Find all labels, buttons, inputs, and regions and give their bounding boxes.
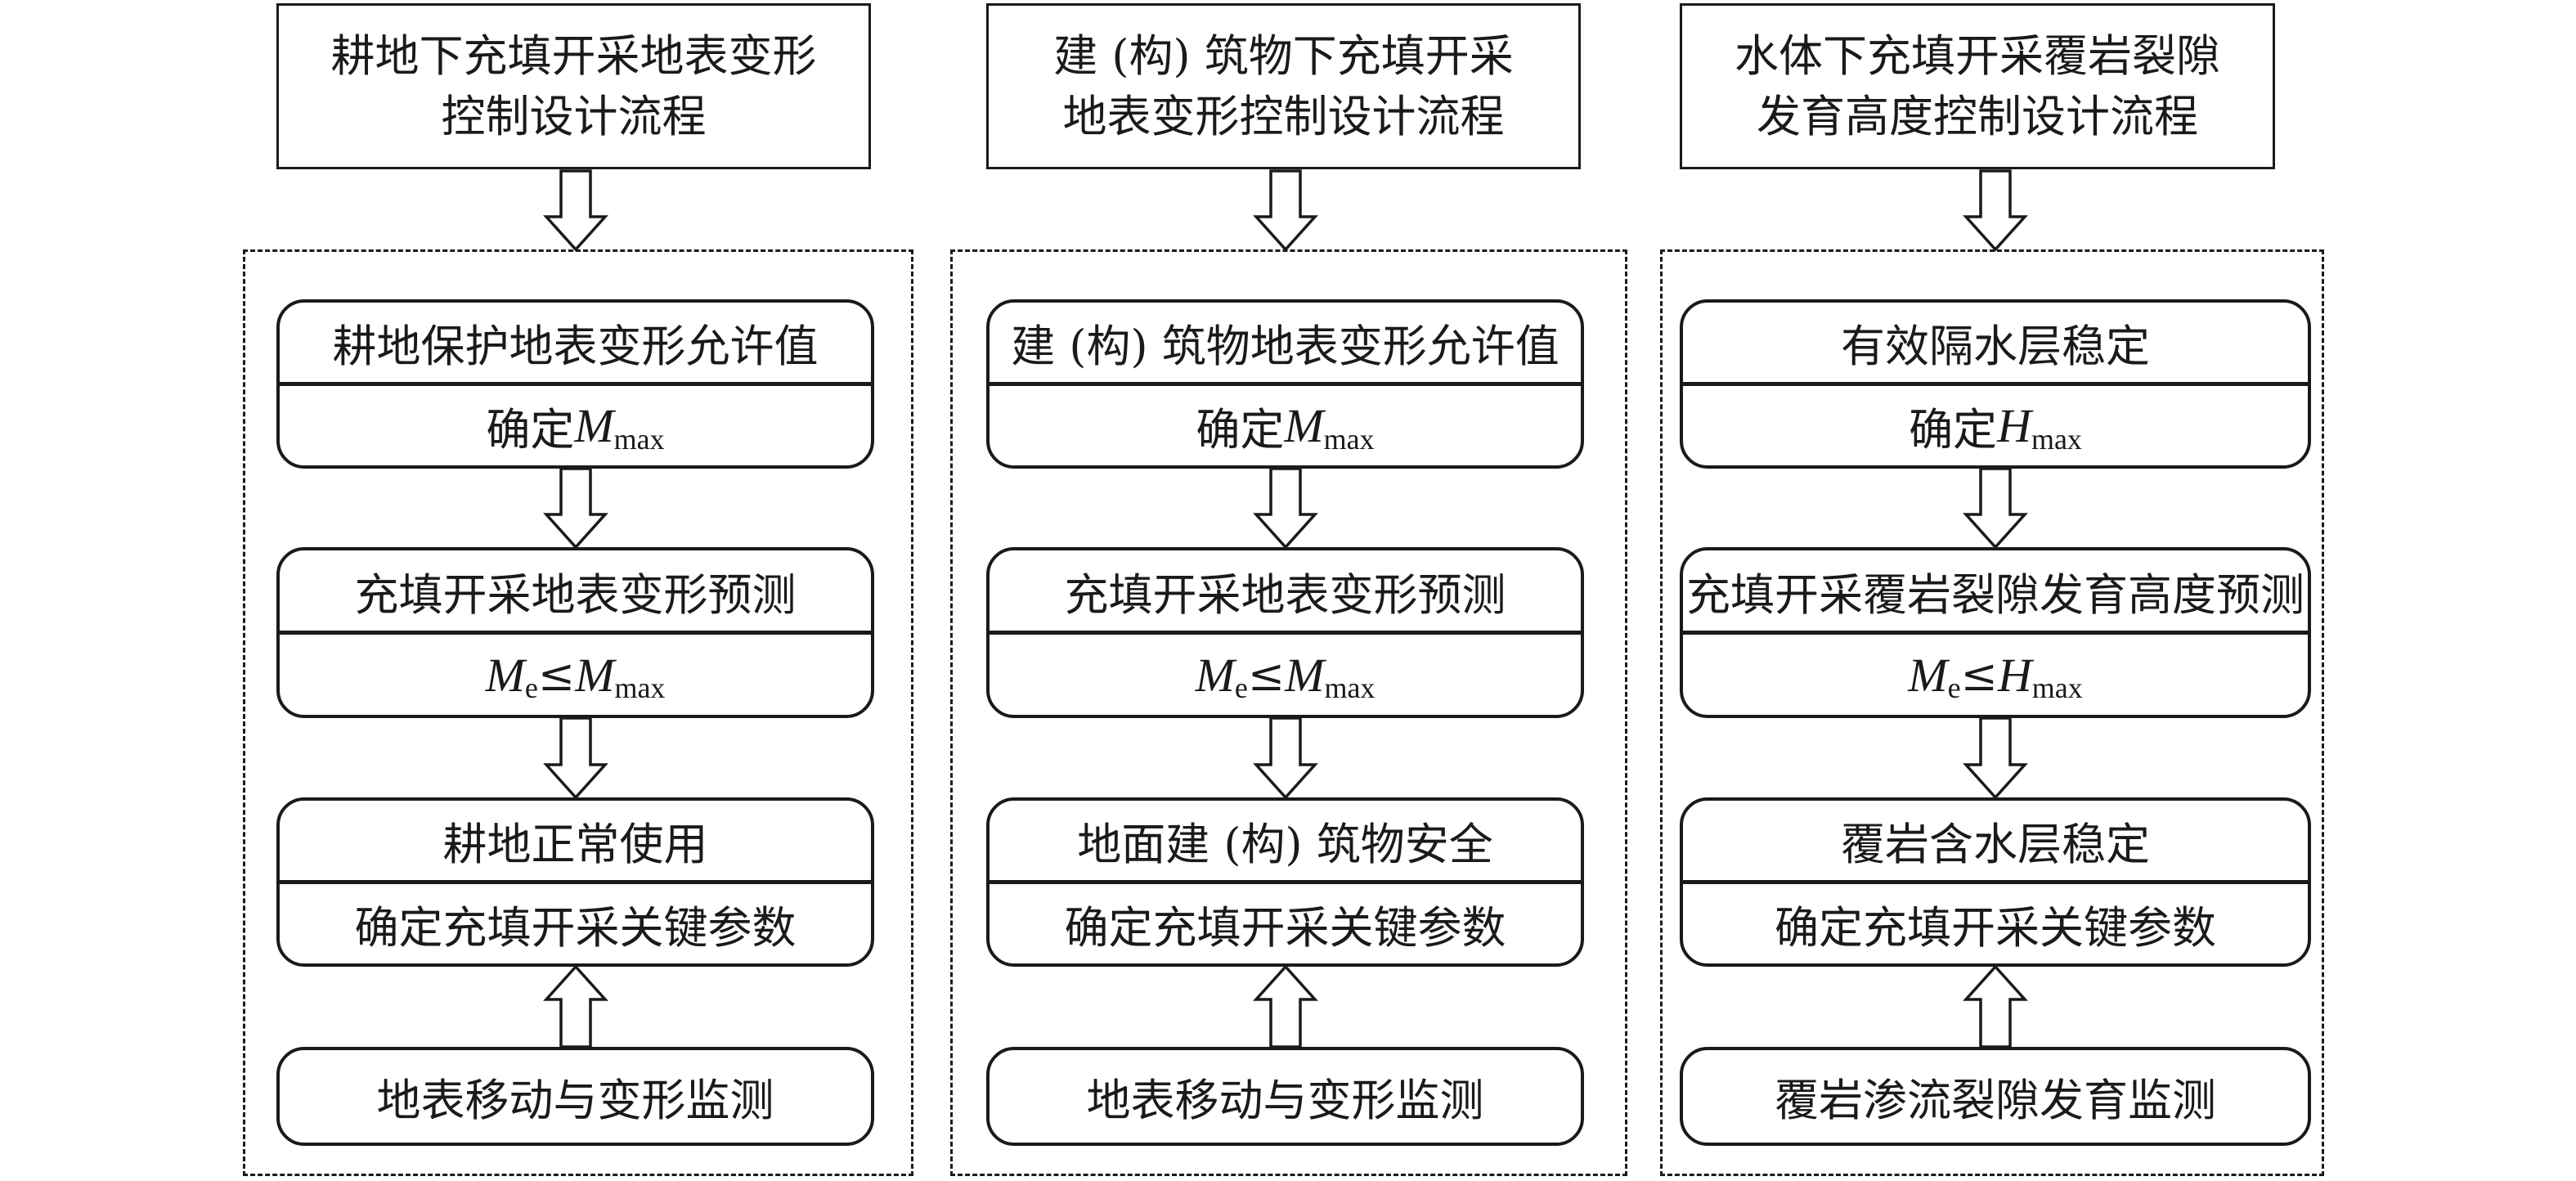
result-prefix: 确定: [1909, 404, 1998, 456]
arrow-down-icon: [1252, 169, 1318, 252]
subscript: max: [2031, 671, 2083, 704]
result-prefix: 确定: [486, 404, 575, 456]
process-condition: 地面建 (构) 筑物安全: [1077, 819, 1493, 870]
monitoring-box: 地表移动与变形监测: [986, 1047, 1584, 1146]
result-text: 确定充填开采关键参数: [1064, 902, 1506, 954]
subscript: e: [524, 671, 538, 704]
subscript: e: [1947, 671, 1961, 704]
variable: M: [1195, 648, 1235, 702]
process-divider: [280, 880, 871, 884]
variable: M: [574, 399, 614, 452]
column-title-line: 建 (构) 筑物下充填开采: [1053, 29, 1514, 82]
operator: ≤: [1960, 649, 1998, 701]
arrow-down-icon: [1963, 467, 2028, 550]
column-title-box: 建 (构) 筑物下充填开采地表变形控制设计流程: [986, 3, 1581, 169]
column-title-box: 耕地下充填开采地表变形控制设计流程: [276, 3, 871, 169]
variable: H: [1997, 399, 2031, 452]
variable: M: [1284, 399, 1324, 452]
column-title-line: 发育高度控制设计流程: [1757, 90, 2198, 142]
process-condition: 充填开采地表变形预测: [354, 568, 797, 621]
arrow-down-icon: [542, 467, 608, 550]
arrow-down-icon: [542, 716, 608, 800]
subscript: max: [614, 671, 666, 704]
process-condition: 有效隔水层稳定: [1841, 321, 2150, 372]
arrow-up-icon: [542, 964, 608, 1049]
column-title-line: 耕地下充填开采地表变形: [330, 29, 817, 82]
process-divider: [990, 382, 1581, 386]
arrow-down-icon: [1963, 716, 2028, 800]
process-box: 耕地正常使用确定充填开采关键参数: [276, 797, 874, 967]
process-result: 确定充填开采关键参数: [280, 884, 871, 963]
process-divider: [1683, 880, 2308, 884]
process-result: 确定充填开采关键参数: [990, 884, 1581, 963]
column-title-box: 水体下充填开采覆岩裂隙发育高度控制设计流程: [1680, 3, 2275, 169]
monitoring-label: 覆岩渗流裂隙发育监测: [1775, 1075, 2216, 1126]
process-result: 确定充填开采关键参数: [1683, 884, 2308, 963]
subscript: max: [1323, 422, 1375, 456]
arrow-up-icon: [1963, 964, 2028, 1049]
variable: M: [575, 648, 615, 702]
variable: M: [1285, 648, 1325, 702]
dashed-group-frame: [950, 249, 1627, 1176]
process-divider: [280, 382, 871, 386]
process-condition: 耕地保护地表变形允许值: [332, 321, 819, 372]
subscript: e: [1234, 671, 1248, 704]
arrow-down-icon: [1963, 169, 2028, 252]
variable: H: [1997, 648, 2032, 702]
monitoring-label: 地表移动与变形监测: [376, 1075, 774, 1126]
process-divider: [1683, 382, 2308, 386]
process-condition: 耕地正常使用: [442, 819, 708, 870]
column-title-line: 控制设计流程: [441, 90, 707, 142]
result-text: 确定充填开采关键参数: [354, 902, 797, 954]
arrow-down-icon: [1252, 716, 1318, 800]
column-title-line: 水体下充填开采覆岩裂隙: [1735, 29, 2220, 82]
process-condition: 充填开采覆岩裂隙发育高度预测: [1686, 568, 2304, 621]
variable: M: [485, 648, 525, 702]
subscript: max: [613, 422, 665, 456]
process-box: 覆岩含水层稳定确定充填开采关键参数: [1680, 797, 2311, 967]
operator: ≤: [537, 649, 576, 701]
monitoring-label: 地表移动与变形监测: [1086, 1075, 1484, 1126]
process-condition: 覆岩含水层稳定: [1841, 819, 2150, 870]
process-condition: 建 (构) 筑物地表变形允许值: [1011, 321, 1560, 372]
operator: ≤: [1247, 649, 1286, 701]
process-divider: [990, 631, 1581, 635]
process-divider: [280, 631, 871, 635]
dashed-group-frame: [1660, 249, 2324, 1176]
process-box: 地面建 (构) 筑物安全确定充填开采关键参数: [986, 797, 1584, 967]
process-divider: [990, 880, 1581, 884]
arrow-down-icon: [1252, 467, 1318, 550]
process-condition: 充填开采地表变形预测: [1064, 568, 1506, 621]
monitoring-box: 覆岩渗流裂隙发育监测: [1680, 1047, 2311, 1146]
column-title-line: 地表变形控制设计流程: [1062, 90, 1505, 142]
subscript: max: [2031, 422, 2082, 456]
result-text: 确定充填开采关键参数: [1775, 902, 2216, 954]
subscript: max: [1324, 671, 1376, 704]
process-divider: [1683, 631, 2308, 635]
monitoring-box: 地表移动与变形监测: [276, 1047, 874, 1146]
arrow-up-icon: [1252, 964, 1318, 1049]
result-prefix: 确定: [1196, 404, 1285, 456]
arrow-down-icon: [542, 169, 608, 252]
dashed-group-frame: [243, 249, 913, 1176]
variable: M: [1908, 648, 1948, 702]
